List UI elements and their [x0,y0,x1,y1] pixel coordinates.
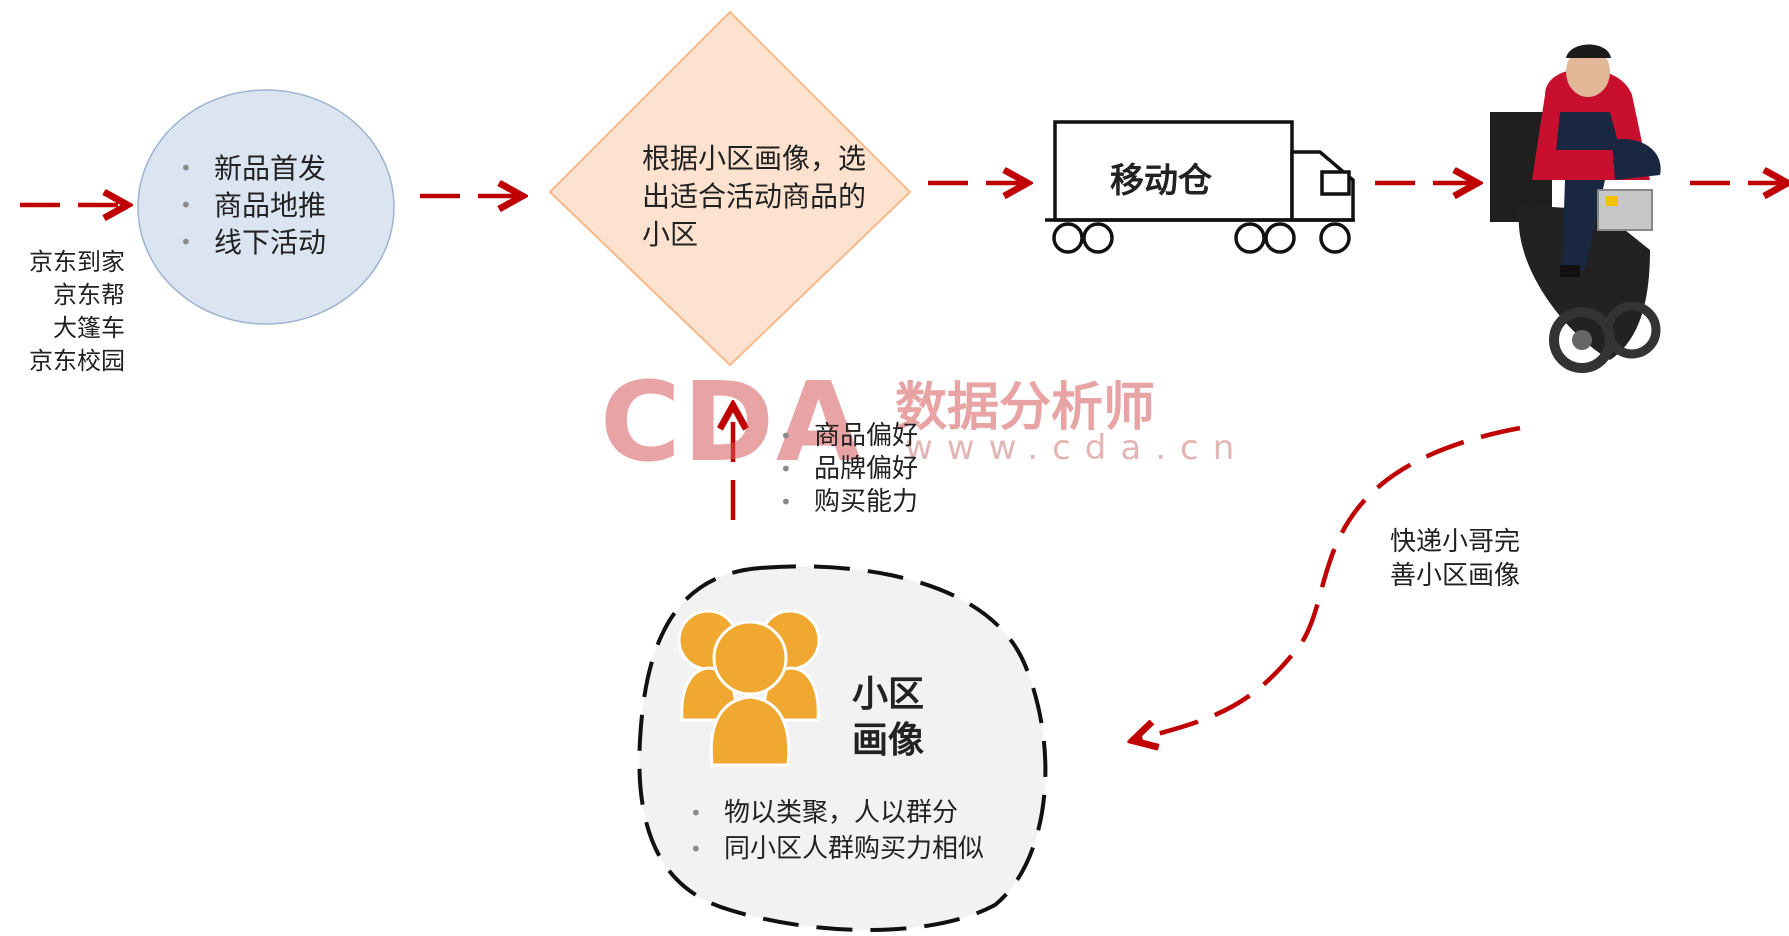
bullet-icon: • [180,230,192,254]
watermark-url: www.cda.cn [905,428,1249,468]
bullet-icon: • [690,837,702,861]
list-item: • 线下活动 [180,224,326,261]
list-item-text: 商品偏好 [814,421,919,451]
source-channels: 京东到家 京东帮 大篷车 京东校园 [10,246,125,378]
truck-label: 移动仓 [1110,161,1212,201]
list-item: • 同小区人群购买力相似 [690,831,984,867]
list-item-text: 商品地推 [214,189,327,222]
watermark-name: 数据分析师 [895,378,1156,438]
truck-icon [1045,120,1355,254]
arrow-curve [1135,425,1521,740]
source-channel: 京东到家 [29,248,125,276]
list-item: • 新品首发 [180,150,326,187]
bullet-icon: • [780,490,792,514]
bullet-icon: • [780,457,792,481]
courier-note: 快递小哥完善小区画像 [1390,527,1521,591]
list-item-text: 购买能力 [814,487,919,517]
list-item-text: 新品首发 [214,152,327,185]
list-item: • 物以类聚，人以群分 [690,795,984,831]
list-item: • 购买能力 [780,486,918,519]
people-group-icon [677,609,821,767]
bullet-icon: • [180,156,192,180]
diamond-text: 根据小区画像，选出适合活动商品的小区 [642,142,867,251]
profile-title: 小区画像 [852,674,925,761]
list-item-text: 品牌偏好 [814,454,919,484]
source-channel: 京东校园 [29,347,125,375]
list-item-text: 同小区人群购买力相似 [724,834,985,864]
bullet-icon: • [690,801,702,825]
list-item-text: 线下活动 [214,226,327,259]
list-item-text: 物以类聚，人以群分 [724,798,959,828]
source-channel: 大篷车 [53,314,125,342]
flow-arrows [20,183,1785,740]
list-item: • 商品偏好 [780,420,918,453]
list-item: • 商品地推 [180,187,326,224]
courier-photo [1490,44,1661,373]
list-item: • 品牌偏好 [780,453,918,486]
watermark-logo: CDA [600,358,864,486]
activity-circle [137,89,395,325]
preference-list: • 商品偏好 • 品牌偏好 • 购买能力 [780,420,918,519]
profile-list: • 物以类聚，人以群分 • 同小区人群购买力相似 [690,795,984,867]
activity-list: • 新品首发 • 商品地推 • 线下活动 [180,150,326,261]
source-channel: 京东帮 [53,281,125,309]
bullet-icon: • [180,193,192,217]
selection-diamond [548,10,912,367]
bullet-icon: • [780,424,792,448]
